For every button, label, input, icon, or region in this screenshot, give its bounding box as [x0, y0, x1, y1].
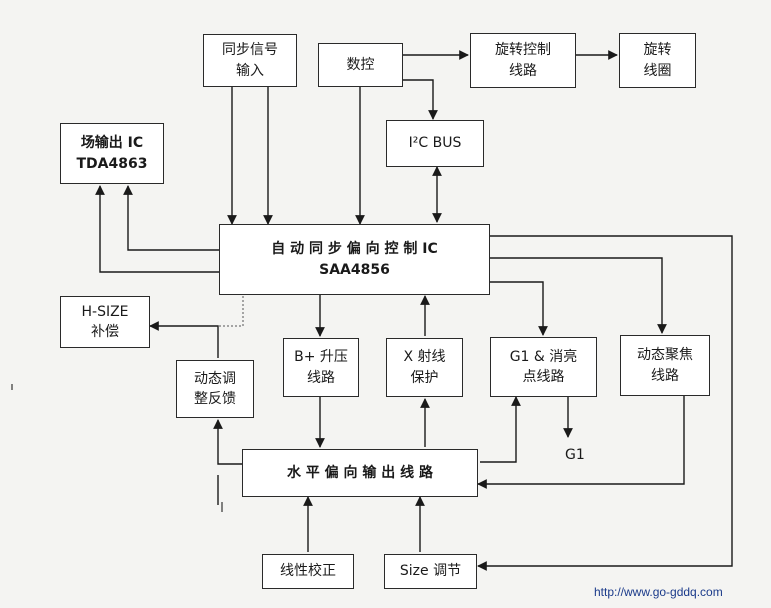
hsize-line1: H-SIZE — [81, 303, 129, 320]
linearity-label: 线性校正 — [280, 563, 336, 580]
bplus-line1: B+ 升压 — [294, 349, 348, 366]
numeric-control-box: 数控 — [318, 43, 403, 87]
rotation-coil-line1: 旋转 — [643, 42, 672, 59]
i2c-bus-label: I²C BUS — [408, 135, 462, 152]
size-adjust-label: Size 调节 — [399, 563, 462, 580]
watermark-url: http://www.go-gddq.com — [594, 585, 723, 599]
hsize-compensation-box: H-SIZE 补偿 — [60, 296, 150, 348]
horizontal-output-label: 水 平 偏 向 输 出 线 路 — [286, 464, 434, 481]
xray-line2: 保护 — [410, 369, 439, 386]
g1-blanking-box: G1 & 消亮 点线路 — [490, 337, 597, 397]
hsize-line2: 补偿 — [91, 324, 119, 340]
sync-signal-input-box: 同步信号 输入 — [203, 34, 297, 87]
dotted-link-ic-hsize — [218, 296, 244, 327]
arrow-hout-to-g1 — [480, 396, 521, 463]
sync-input-line1: 同步信号 — [222, 42, 278, 59]
focus-line1: 动态聚焦 — [637, 347, 693, 364]
g1-line2: 点线路 — [522, 369, 565, 385]
field-output-line2: TDA4863 — [76, 155, 148, 172]
rotation-ctrl-line2: 线路 — [509, 62, 537, 79]
feedback-line2: 整反馈 — [194, 391, 236, 407]
auto-sync-ic-line2: SAA4856 — [319, 261, 390, 278]
sync-input-line2: 输入 — [236, 62, 264, 79]
feedback-line1: 动态调 — [194, 370, 236, 387]
arrow-numctrl-to-i2c — [403, 79, 438, 120]
arrow-ic-to-field-output-1 — [123, 185, 219, 251]
g1-output-label: G1 — [565, 447, 585, 463]
xray-line1: X 射线 — [403, 349, 446, 366]
rotation-control-circuit-box: 旋转控制 线路 — [470, 33, 576, 88]
b-plus-boost-box: B+ 升压 线路 — [283, 338, 359, 397]
auto-sync-ic-line1: 自 动 同 步 偏 向 控 制 IC — [271, 241, 438, 258]
auto-sync-deflection-ic-box: 自 动 同 步 偏 向 控 制 IC SAA4856 — [219, 224, 490, 295]
arrow-ic-to-field-output-2 — [95, 185, 219, 273]
dynamic-focus-box: 动态聚焦 线路 — [620, 335, 710, 396]
arrow-hout-to-feedback — [213, 419, 242, 465]
arrow-ic-to-focus — [490, 257, 667, 334]
horizontal-output-circuit-box: 水 平 偏 向 输 出 线 路 — [242, 449, 478, 497]
bplus-line2: 线路 — [307, 369, 335, 386]
i2c-bus-box: I²C BUS — [386, 120, 484, 167]
size-adjust-box: Size 调节 — [384, 554, 477, 589]
field-output-ic-box: 场输出 IC TDA4863 — [60, 123, 164, 184]
rotation-coil-box: 旋转 线圈 — [619, 33, 696, 88]
dynamic-feedback-box: 动态调 整反馈 — [176, 360, 254, 418]
arrow-ic-to-size — [477, 235, 733, 571]
field-output-line1: 场输出 IC — [80, 135, 144, 152]
x-ray-protection-box: X 射线 保护 — [386, 338, 463, 397]
linearity-correction-box: 线性校正 — [262, 554, 354, 589]
rotation-coil-line2: 线圈 — [643, 62, 672, 79]
arrow-focus-to-hout — [477, 396, 685, 489]
arrow-ic-to-g1 — [490, 281, 548, 336]
arrow-feedback-to-hsize — [149, 321, 219, 358]
focus-line2: 线路 — [651, 367, 679, 384]
g1-line1: G1 & 消亮 — [509, 348, 578, 365]
rotation-ctrl-line1: 旋转控制 — [495, 42, 551, 59]
numeric-control-label: 数控 — [346, 56, 375, 73]
